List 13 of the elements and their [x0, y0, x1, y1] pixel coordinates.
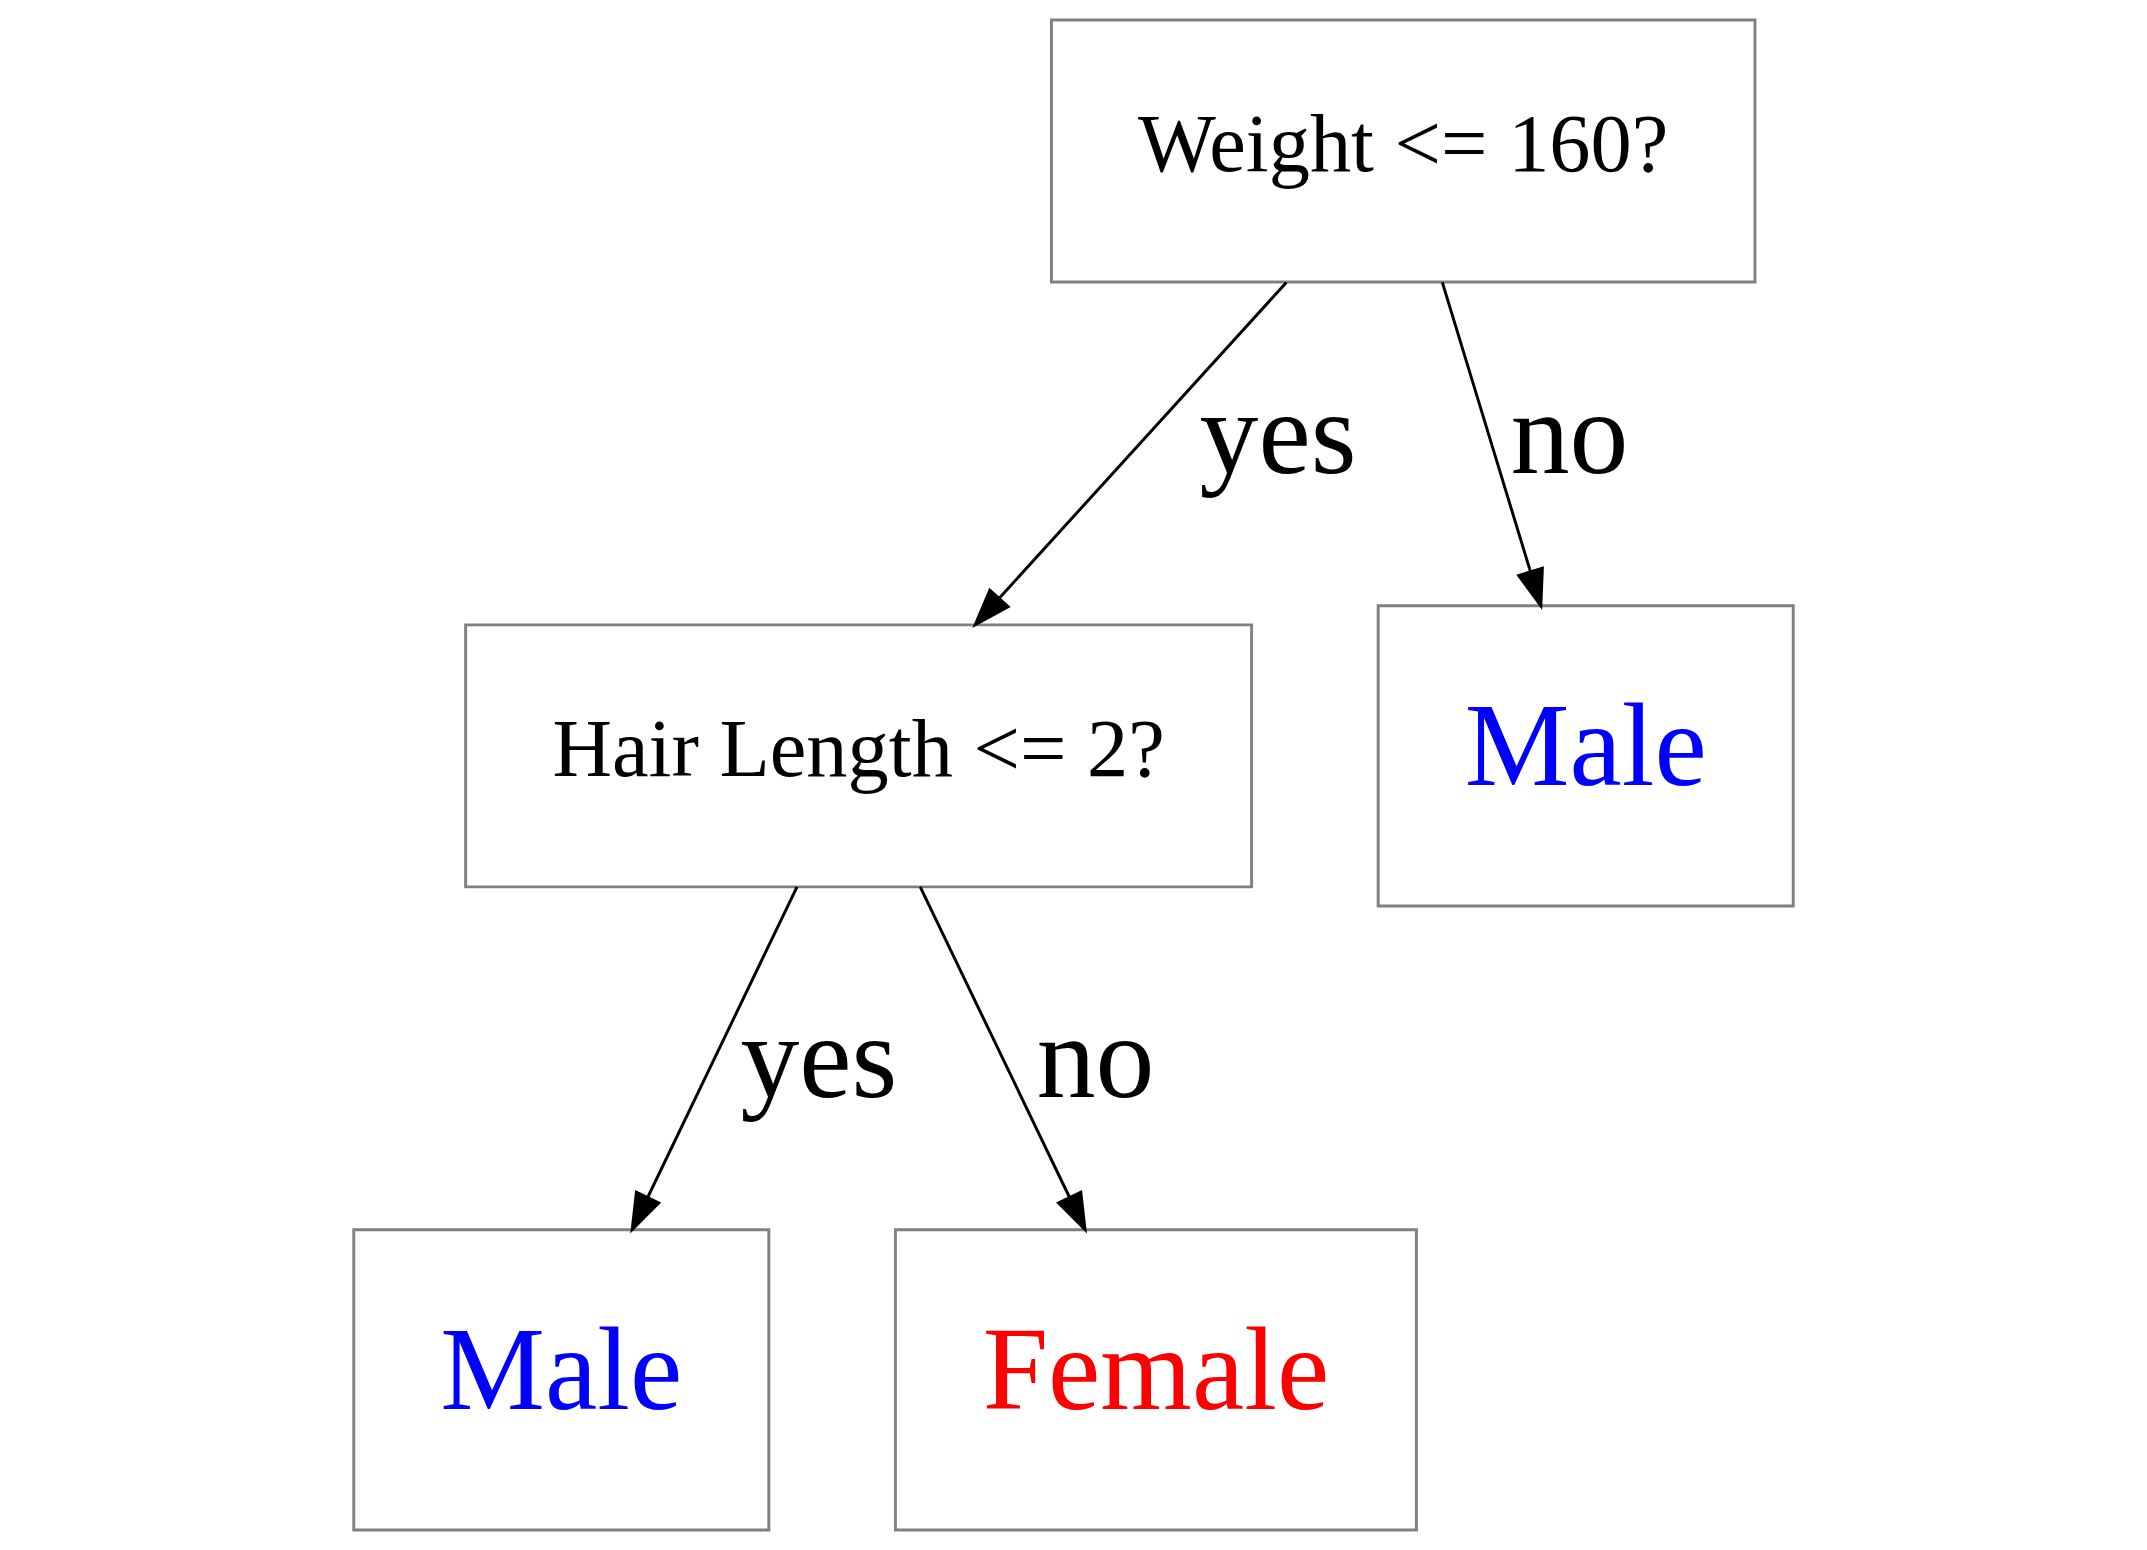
- edge-label: no: [1510, 368, 1629, 499]
- arrow: [918, 886, 1087, 1234]
- edge-label: yes: [740, 992, 898, 1123]
- edge-label: no: [1036, 992, 1155, 1123]
- edge-label: yes: [1199, 368, 1357, 499]
- arrow: [630, 886, 799, 1234]
- arrow: [1440, 281, 1544, 610]
- arrow: [972, 281, 1288, 628]
- node-box: Weight <= 160?: [1049, 18, 1757, 284]
- node-box: Male: [1376, 604, 1795, 908]
- node-box: Female: [893, 1228, 1418, 1532]
- node-box: Male: [352, 1228, 771, 1532]
- node-box: Hair Length <= 2?: [464, 623, 1254, 889]
